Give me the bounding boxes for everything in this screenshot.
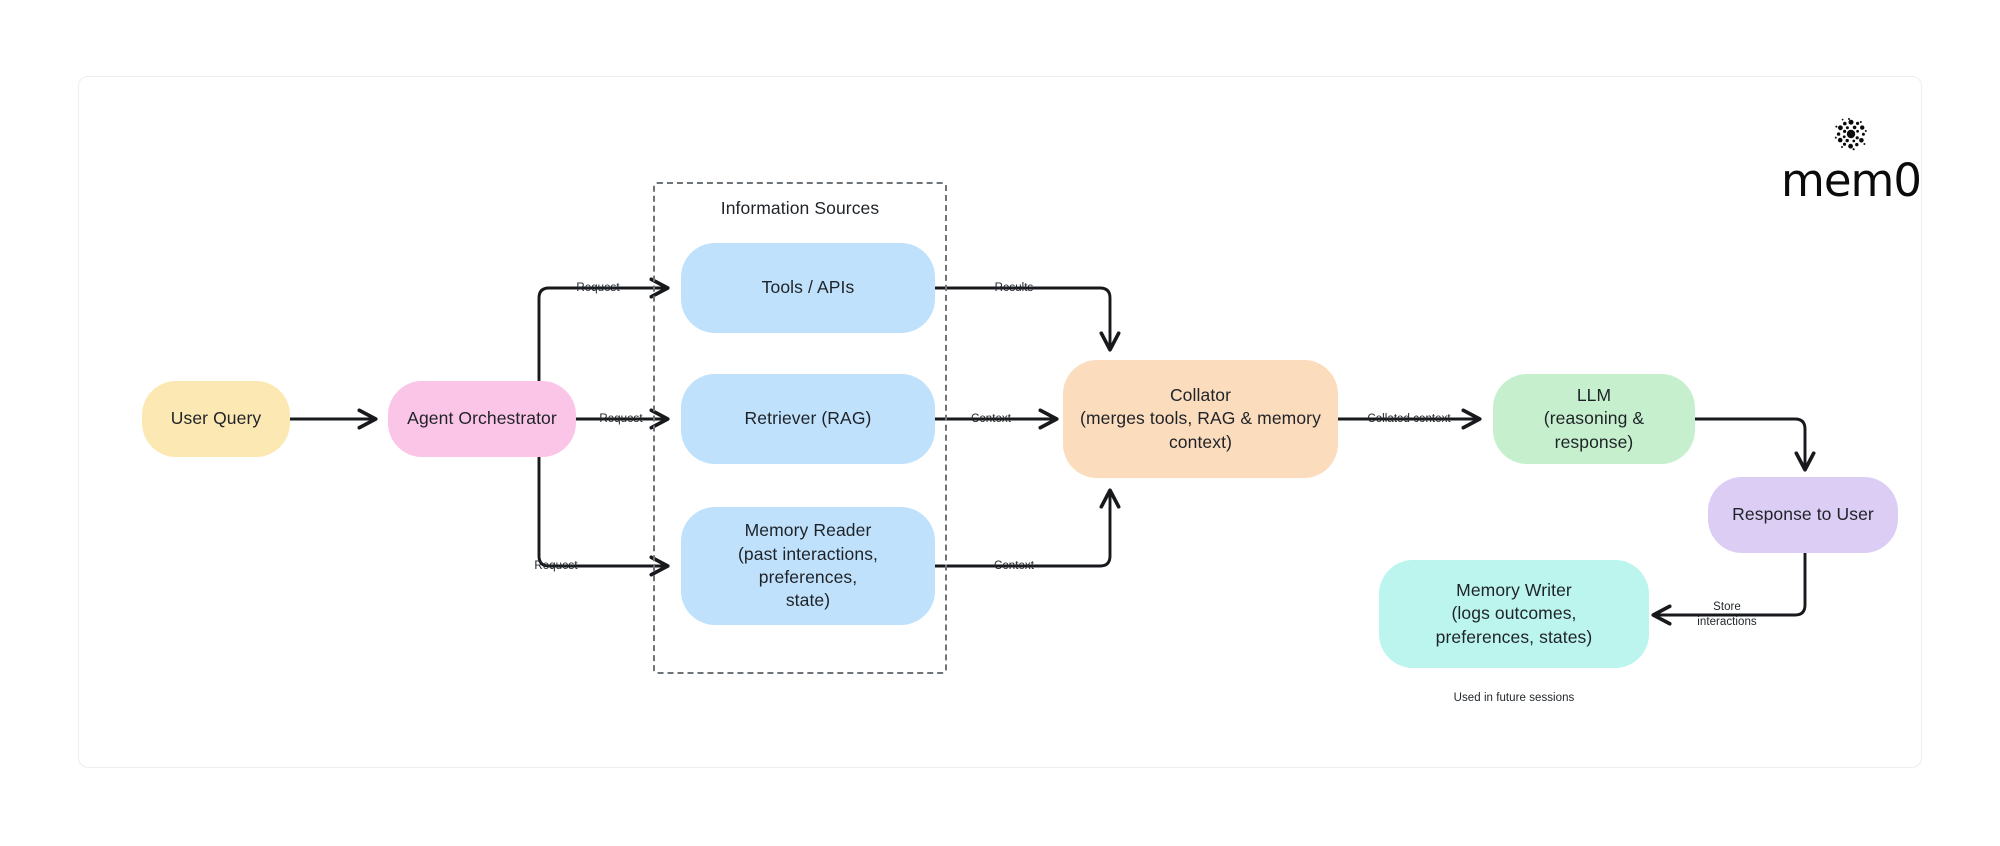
edge-label-request-tools: Request	[576, 282, 620, 294]
node-user-query[interactable]: User Query	[142, 381, 290, 457]
node-collator[interactable]: Collator (merges tools, RAG & memory con…	[1063, 360, 1338, 478]
edge-label-collated-context: Collated context	[1367, 413, 1451, 425]
group-information-sources	[653, 182, 947, 674]
edge-label-results: Results	[994, 282, 1034, 294]
node-retriever-rag[interactable]: Retriever (RAG)	[681, 374, 935, 464]
edge-label-request-memory: Request	[534, 560, 578, 572]
node-agent-orchestrator[interactable]: Agent Orchestrator	[388, 381, 576, 457]
node-response-to-user[interactable]: Response to User	[1708, 477, 1898, 553]
node-llm[interactable]: LLM (reasoning & response)	[1493, 374, 1695, 464]
node-memory-writer[interactable]: Memory Writer (logs outcomes, preference…	[1379, 560, 1649, 668]
mem0-particle-burst-icon	[1834, 118, 1867, 151]
mem0-wordmark: mem0	[1781, 154, 1922, 207]
edge-label-context-retriever: Context	[971, 413, 1011, 425]
footnote-used-in-future-sessions: Used in future sessions	[1453, 692, 1575, 704]
group-information-sources-label: Information Sources	[720, 198, 880, 218]
edge-label-context-memory: Context	[994, 560, 1034, 572]
node-tools-apis[interactable]: Tools / APIs	[681, 243, 935, 333]
edge-label-request-retriever: Request	[599, 413, 643, 425]
mem0-logo: mem0	[1776, 112, 1926, 203]
node-memory-reader[interactable]: Memory Reader (past interactions, prefer…	[681, 507, 935, 625]
edge-label-store-interactions: Store interactions	[1697, 601, 1757, 628]
